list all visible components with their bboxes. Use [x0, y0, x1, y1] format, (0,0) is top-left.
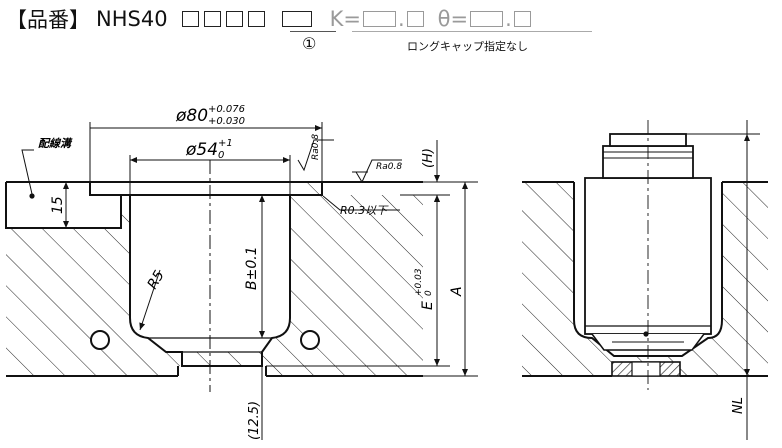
theta-value-box[interactable]: [470, 11, 504, 27]
code-box-3[interactable]: [225, 11, 243, 27]
k-decimal-box[interactable]: [406, 11, 424, 27]
dim-inner-tol-upper: +1: [218, 138, 233, 149]
dim-a: A: [449, 286, 465, 297]
dim-outer-tol-upper: +0.076: [208, 104, 245, 115]
k-value-box[interactable]: [362, 11, 396, 27]
right-body-hatch: [522, 182, 768, 376]
dim-r5: R5: [145, 268, 168, 292]
kt-underline: [352, 31, 592, 33]
dim-15: 15: [50, 196, 66, 214]
long-cap-note: ロングキャップ指定なし: [407, 40, 528, 53]
code-box-2[interactable]: [203, 11, 221, 27]
right-bolt-hole: [300, 330, 320, 350]
part-number-header: 【品番】 NHS40 K= . θ= .: [6, 4, 531, 34]
option-underline: [290, 31, 336, 33]
part-number-bracket-label: 【品番】: [6, 8, 90, 32]
dim-12-5: (12.5): [247, 401, 262, 440]
k-label: K=: [329, 7, 361, 31]
dim-outer-tol-lower: +0.030: [208, 116, 245, 127]
code-box-1[interactable]: [181, 11, 199, 27]
dim-inner-dia: ø54: [185, 140, 218, 160]
left-section-view: 配線溝 ø80 +0.076 +0.030 ø54 +1 0 Ra0.8 Ra0…: [5, 104, 478, 440]
chamfer-note: R0.3以下: [340, 204, 389, 217]
code-box-4[interactable]: [247, 11, 265, 27]
roughness-2: Ra0.8: [376, 162, 402, 172]
left-body-hatch: [6, 182, 423, 376]
dim-h: (H): [421, 148, 436, 168]
dim-b: B±0.1: [244, 246, 260, 290]
dim-inner-tol-lower: 0: [218, 150, 224, 161]
dim-nl: NL: [731, 397, 746, 414]
theta-decimal-box[interactable]: [513, 11, 531, 27]
theta-dot: .: [505, 7, 512, 31]
dim-outer-dia: ø80: [175, 106, 208, 126]
roughness-1: Ra0.8: [311, 134, 321, 160]
option-box[interactable]: [281, 11, 312, 27]
theta-label: θ=: [437, 7, 469, 31]
model-name: NHS40: [96, 7, 168, 31]
channel-label: 配線溝: [38, 137, 73, 150]
right-assembly-view: NL: [522, 120, 768, 440]
circled-number: ①: [302, 34, 317, 53]
dim-e-tol-lower: 0: [424, 290, 434, 296]
dim-e-tol-upper: +0.03: [414, 268, 424, 296]
k-dot: .: [397, 7, 405, 31]
dim-e: E: [420, 301, 436, 310]
left-bolt-hole: [90, 330, 110, 350]
channel-dot: [29, 193, 35, 199]
